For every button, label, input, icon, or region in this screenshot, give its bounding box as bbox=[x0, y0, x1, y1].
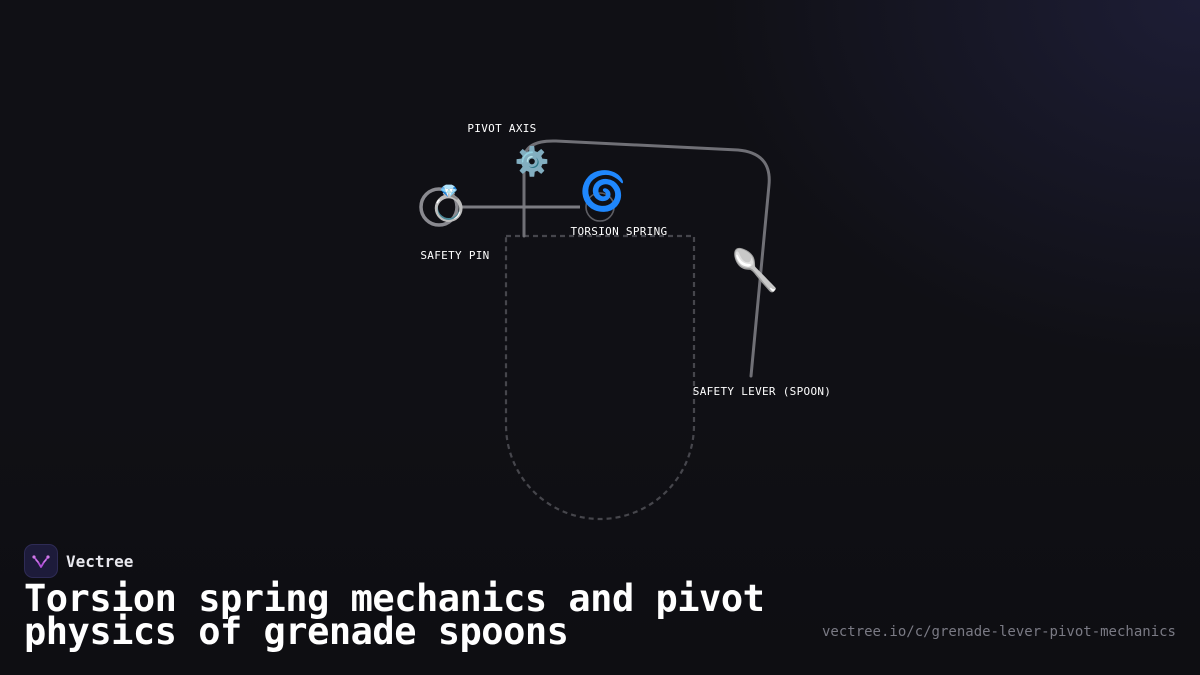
torsion-spring-coil bbox=[585, 192, 615, 222]
page-title: Torsion spring mechanics and pivot physi… bbox=[24, 577, 765, 653]
vectree-logo-icon bbox=[24, 544, 58, 578]
gear-icon: ⚙️ bbox=[515, 145, 550, 178]
grenade-body-outline bbox=[504, 234, 696, 521]
page-url[interactable]: vectree.io/c/grenade-lever-pivot-mechani… bbox=[821, 624, 1176, 640]
ring-icon: 💍 bbox=[428, 184, 470, 224]
brand[interactable]: Vectree bbox=[24, 544, 133, 578]
safety-pin-ring bbox=[419, 187, 459, 227]
label-safety-lever: SAFETY LEVER (SPOON) bbox=[693, 385, 831, 398]
safety-lever-path bbox=[522, 139, 771, 378]
spoon-icon: 🥄 bbox=[730, 245, 780, 294]
label-safety-pin: SAFETY PIN bbox=[420, 249, 489, 262]
brand-name: Vectree bbox=[66, 551, 134, 571]
label-pivot-axis: PIVOT AXIS bbox=[467, 122, 536, 135]
label-torsion-spring: TORSION SPRING bbox=[571, 225, 668, 238]
spiral-icon: 🌀 bbox=[579, 168, 626, 213]
